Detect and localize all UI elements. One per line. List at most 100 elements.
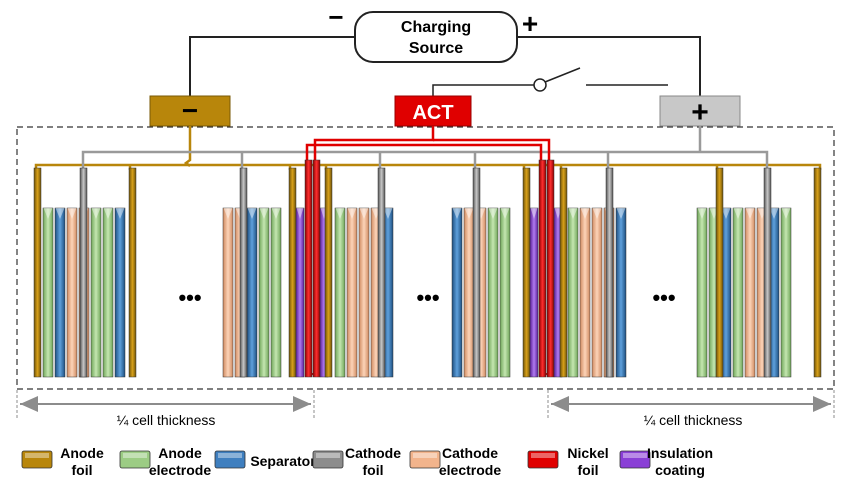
- anode-electrode-layer: [258, 207, 270, 378]
- dim-right-label: ¼ cell thickness: [644, 412, 743, 428]
- source-plus-sign: +: [522, 8, 538, 39]
- separator-layer: [54, 207, 66, 378]
- legend-label-line1: Nickel: [567, 445, 608, 461]
- nickel-foil-layer: [312, 159, 321, 378]
- anode-foil-layer: [33, 167, 42, 378]
- anode-foil-layer: [324, 167, 333, 378]
- legend-item: Separator: [214, 450, 316, 469]
- positive-terminal: [659, 95, 741, 127]
- legend-label-line1: Anode: [158, 445, 202, 461]
- cathode-electrode-layer: [591, 207, 603, 378]
- nickel-bus-right-b: [433, 143, 543, 160]
- legend-swatch: [619, 450, 651, 469]
- nickel-foil-layer: [304, 159, 313, 378]
- legend-label: Separator: [250, 453, 316, 469]
- legend-label-line2: coating: [655, 462, 705, 478]
- legend-label-line2: electrode: [439, 462, 501, 478]
- nickel-bus-right: [433, 138, 551, 160]
- nickel-bus-left: [313, 126, 435, 160]
- legend-label-line1: Cathode: [442, 445, 498, 461]
- cathode-foil-layer: [377, 167, 386, 378]
- source-wire-positive: [517, 36, 701, 96]
- ellipsis-right: •••: [652, 285, 675, 310]
- cathode-foil-layer: [763, 167, 772, 378]
- anode-electrode-layer: [102, 207, 114, 378]
- anode-foil-layer: [715, 167, 724, 378]
- anode-electrode-layer: [270, 207, 282, 378]
- legend-swatch: [119, 450, 151, 469]
- dim-left-label: ¼ cell thickness: [117, 412, 216, 428]
- legend-label-line2: foil: [72, 462, 93, 478]
- legend-label-line1: Cathode: [345, 445, 401, 461]
- legend-label-line2: electrode: [149, 462, 211, 478]
- anode-electrode-layer: [696, 207, 708, 378]
- anode-electrode-layer: [780, 207, 792, 378]
- act-terminal-label: ACT: [412, 102, 453, 124]
- source-minus-sign: −: [328, 2, 343, 32]
- positive-terminal-sign: +: [691, 96, 709, 129]
- legend-swatch: [527, 450, 559, 469]
- cathode-electrode-layer: [346, 207, 358, 378]
- anode-electrode-layer: [487, 207, 499, 378]
- legend-swatch: [409, 450, 441, 469]
- switch-lever: [544, 67, 581, 83]
- charging-source-label-1: Charging: [401, 19, 471, 36]
- charging-source-box: [354, 11, 518, 63]
- cathode-bus: [81, 150, 769, 170]
- cathode-foil-layer: [239, 167, 248, 378]
- legend-label-line2: foil: [578, 462, 599, 478]
- separator-layer: [246, 207, 258, 378]
- nickel-foil-layer: [546, 159, 555, 378]
- cathode-electrode-layer: [66, 207, 78, 378]
- anode-electrode-layer: [90, 207, 102, 378]
- anode-electrode-layer: [42, 207, 54, 378]
- anode-electrode-layer: [567, 207, 579, 378]
- ellipsis-middle: •••: [416, 285, 439, 310]
- legend-label-line1: Insulation: [647, 445, 713, 461]
- separator-layer: [451, 207, 463, 378]
- cell-layers: [33, 159, 822, 378]
- cathode-foil-layer: [472, 167, 481, 378]
- anode-lead: [183, 126, 192, 167]
- cathode-electrode-layer: [463, 207, 475, 378]
- legend-label-line2: foil: [363, 462, 384, 478]
- separator-layer: [615, 207, 627, 378]
- anode-electrode-layer: [732, 207, 744, 378]
- legend-swatch: [312, 450, 344, 469]
- anode-bus: [34, 163, 822, 170]
- legend-swatch: [21, 450, 53, 469]
- nickel-bus-left-b: [305, 143, 433, 160]
- charging-source-label-2: Source: [409, 40, 463, 57]
- ellipsis-left: •••: [178, 285, 201, 310]
- anode-foil-layer: [288, 167, 297, 378]
- anode-electrode-layer: [334, 207, 346, 378]
- cathode-foil-layer: [605, 167, 614, 378]
- anode-foil-layer: [813, 167, 822, 378]
- switch-pivot: [533, 78, 547, 92]
- cathode-electrode-layer: [744, 207, 756, 378]
- insulation-coating-layer: [295, 207, 305, 378]
- nickel-foil-layer: [538, 159, 547, 378]
- legend-swatch: [214, 450, 246, 469]
- source-wire-negative: [189, 36, 355, 96]
- negative-terminal: [149, 95, 231, 127]
- anode-foil-layer: [559, 167, 568, 378]
- negative-terminal-sign: −: [182, 95, 198, 126]
- cathode-electrode-layer: [222, 207, 234, 378]
- anode-electrode-layer: [499, 207, 511, 378]
- cathode-electrode-layer: [358, 207, 370, 378]
- cathode-foil-layer: [79, 167, 88, 378]
- act-wire: [432, 84, 538, 96]
- anode-foil-layer: [522, 167, 531, 378]
- legend-label-line1: Anode: [60, 445, 104, 461]
- cathode-electrode-layer: [579, 207, 591, 378]
- insulation-coating-layer: [529, 207, 539, 378]
